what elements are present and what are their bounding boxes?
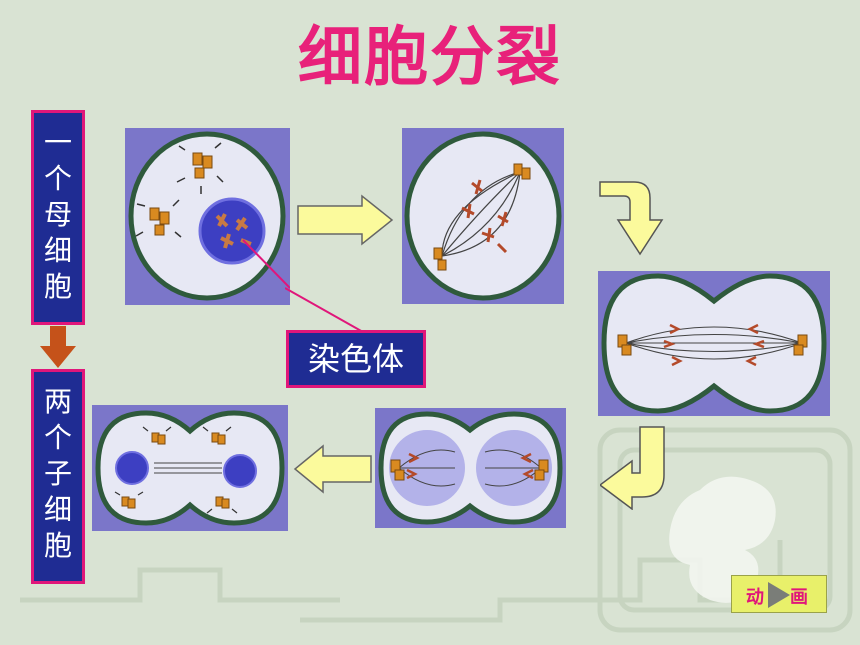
- daughter-cells-char: 个: [43, 421, 72, 454]
- spindle-fibers: [441, 171, 521, 257]
- daughter-cells-panel: [92, 405, 288, 531]
- animation-button-char: 画: [790, 587, 808, 608]
- mother-cell-label: 一 个 母 细 胞: [31, 110, 85, 325]
- nucleus: [198, 197, 266, 265]
- daughter-cells-char: 两: [43, 385, 72, 418]
- nucleus: [115, 451, 149, 485]
- mother-cell-char: 个: [43, 162, 72, 195]
- callout-pointer-line: [285, 287, 364, 333]
- chromosome-callout: 染色体: [286, 330, 426, 388]
- nucleus: [223, 454, 257, 488]
- mother-cell-char: 一: [43, 126, 72, 159]
- chromosome-icon: [406, 452, 534, 480]
- mother-cell-char: 胞: [43, 270, 72, 303]
- daughter-cells-label: 两 个 子 细 胞: [31, 369, 85, 584]
- interphase-cell-panel: [125, 128, 290, 305]
- daughter-cells-char: 细: [43, 493, 72, 526]
- down-arrow-icon: [40, 326, 76, 368]
- page-title: 细胞分裂: [298, 21, 562, 95]
- animation-button-char: 动: [746, 587, 764, 608]
- centrosome-icon: [390, 459, 549, 481]
- daughter-cells-char: 子: [43, 457, 72, 490]
- curved-down-left-arrow-icon: [600, 426, 665, 510]
- left-arrow-icon: [293, 444, 372, 494]
- chromosome-icon: [461, 179, 509, 254]
- telophase-cell-panel: [375, 408, 566, 528]
- chromosome-icon: [663, 323, 765, 367]
- centrosome-icon: [433, 163, 531, 271]
- play-icon: [768, 582, 790, 608]
- centrosome-icon: [149, 152, 213, 236]
- mother-cell-char: 母: [43, 198, 72, 231]
- centrosome-icon: [121, 432, 230, 509]
- callout-pointer: [242, 239, 290, 289]
- curved-down-arrow-icon: [599, 181, 664, 256]
- decorative-dragon-icon: [669, 476, 776, 603]
- centrosome-icon: [617, 334, 808, 356]
- spindle-fibers: [625, 326, 803, 360]
- mother-cell-char: 细: [43, 234, 72, 267]
- spindle-remnant: [154, 462, 222, 474]
- daughter-cells-char: 胞: [43, 529, 72, 562]
- right-arrow-icon: [297, 194, 394, 246]
- anaphase-cell-panel: [598, 271, 830, 416]
- animation-button[interactable]: 动 画: [731, 575, 827, 613]
- prophase-cell-panel: [402, 128, 564, 304]
